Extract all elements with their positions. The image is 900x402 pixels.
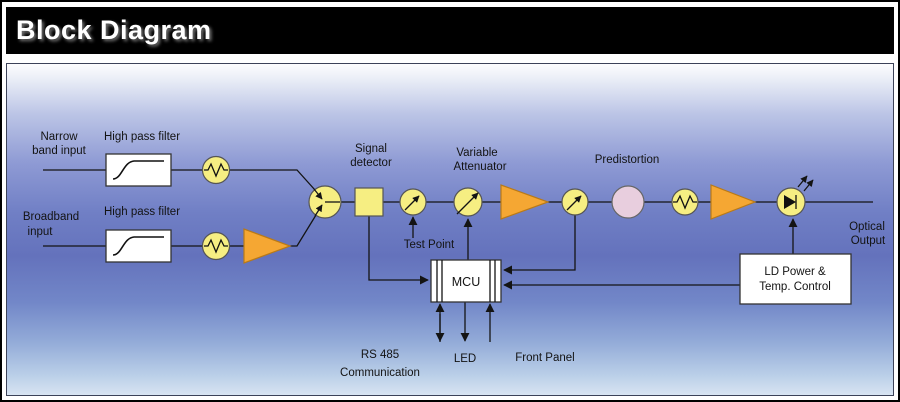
ld-power-label-line2: Temp. Control [759, 281, 831, 293]
predistortion-block [611, 185, 645, 219]
mcu-label: MCU [452, 275, 480, 289]
variable-attenuator-icon [453, 187, 483, 217]
block-diagram-canvas: MCU LD Power & Temp. Control Narrow band… [23, 131, 886, 379]
hpf-box [105, 229, 172, 263]
page-title: Block Diagram [16, 15, 212, 45]
wire [230, 169, 316, 191]
ld-power-label-line1: LD Power & [764, 266, 826, 278]
line-detector-to-mcu [368, 216, 429, 285]
broadband-input-label-line2: input [28, 226, 54, 238]
resistor-zigzag-icon [204, 162, 228, 178]
high-pass-filter-box-top [105, 153, 172, 187]
narrow-input-label-line2: band input [32, 145, 87, 157]
hpf-top-label: High pass filter [104, 131, 180, 143]
light-emission-arrow [803, 179, 814, 192]
predistortion-label: Predistortion [595, 154, 660, 166]
optical-output-label-line2: Output [851, 235, 886, 247]
feedback-coupler-icon [561, 188, 589, 216]
test-point-coupler-icon [399, 188, 427, 216]
title-bar: Block Diagram [6, 7, 894, 54]
hpf-bottom-label: High pass filter [104, 206, 180, 218]
rs485-label-line2: Communication [340, 367, 420, 379]
line-feedback-to-mcu [503, 215, 576, 275]
amplifier-icon-3 [710, 184, 757, 220]
rs485-label-line1: RS 485 [361, 349, 399, 361]
resistor-zigzag-icon [204, 238, 228, 254]
signal-path-lines [43, 169, 873, 247]
hpf-curve-icon [112, 160, 164, 180]
test-point-label: Test Point [404, 239, 455, 251]
signal-detector-label-line1: Signal [355, 143, 387, 155]
narrow-input-label-line1: Narrow [40, 131, 78, 143]
control-lines [368, 215, 798, 342]
attenuator-icon-narrow [201, 155, 231, 185]
optical-output-label-line1: Optical [849, 221, 885, 233]
light-emission-arrow [797, 175, 808, 188]
hpf-curve-icon [112, 236, 164, 256]
variable-attenuator-label-line2: Attenuator [453, 161, 506, 173]
block-diagram-panel: MCU LD Power & Temp. Control Narrow band… [6, 63, 894, 396]
resistor-zigzag-icon [673, 194, 697, 210]
laser-diode-icon [776, 175, 814, 217]
mcu-block: MCU [430, 259, 502, 303]
variable-attenuator-label-line1: Variable [456, 147, 497, 159]
signal-detector-block [354, 187, 384, 217]
ld-power-box: LD Power & Temp. Control [739, 253, 852, 305]
high-pass-filter-box-bottom [105, 229, 172, 263]
attenuator-icon-broadband [201, 231, 231, 261]
diagram-labels: Narrow band input High pass filter Broad… [23, 131, 886, 379]
wire [290, 214, 317, 247]
attenuator-icon-output [671, 188, 699, 216]
hpf-box [105, 153, 172, 187]
led-label: LED [454, 353, 476, 365]
combiner-icon [308, 185, 342, 219]
signal-detector-label-line2: detector [350, 157, 392, 169]
amplifier-icon-1 [243, 228, 292, 264]
broadband-input-label-line1: Broadband [23, 211, 79, 223]
amplifier-icon-2 [500, 184, 550, 220]
mcu-connector-hatch [436, 260, 496, 302]
front-panel-label: Front Panel [515, 352, 574, 364]
